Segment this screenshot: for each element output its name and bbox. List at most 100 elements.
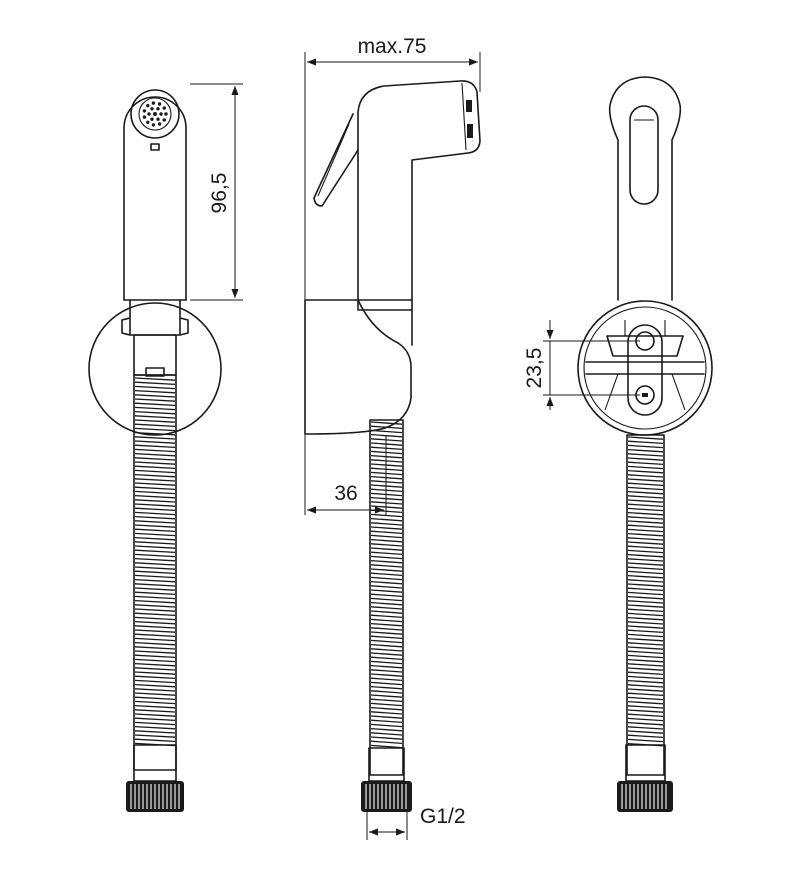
hose-ring [134,566,176,570]
hose-ring [134,696,176,701]
hose-ring [134,385,176,390]
hose-ring [370,551,403,556]
hose-ring [134,675,176,680]
hose-ring [370,618,403,623]
spray-hole [146,103,150,108]
hose-ring [134,683,176,688]
hose-ring [134,536,176,541]
hose-ring [370,652,403,656]
front-hose-connector [133,334,177,376]
hose-ring [627,482,664,487]
hose-ring [370,631,403,635]
hose-ring [370,627,403,631]
hose-ring [134,650,176,654]
hose-ring [134,423,176,428]
hose-ring [134,692,176,696]
hose-ring [627,625,664,629]
hose-ring [627,646,664,650]
hose-ring [134,570,176,575]
hose-ring [370,669,403,673]
hose-ring [627,562,664,566]
front-hose-outline [133,374,177,771]
hose-ring [134,469,176,474]
hose-ring [627,558,664,562]
hose-ring [370,664,403,669]
front-bracket-clip [121,299,189,336]
hose-ring [370,677,403,682]
hose-ring [627,633,664,638]
back-bracket-rim [583,306,707,430]
hose-ring [370,723,403,728]
spray-hole [157,122,162,126]
hose-ring [370,421,403,425]
hose-ring [627,478,664,482]
hose-ring [627,637,664,642]
hose-ring [627,524,664,529]
hose-ring [627,436,664,440]
hose-ring [627,642,664,646]
hose-ring [134,419,176,423]
hose-ring [627,541,664,545]
back-mount-hole-mark [642,393,648,397]
hose-ring [370,517,403,522]
hose-ring [134,490,176,495]
hose-ring [370,681,403,686]
hose-ring [134,528,176,533]
back-bracket-ribs [604,320,686,411]
spray-hole [150,107,154,111]
hose-ring [370,694,403,698]
spacing-dimension-label: 23,5 [523,348,546,389]
spray-hole [164,112,168,116]
hose-ring [627,604,664,608]
hose-ring [134,457,176,461]
hose-ring [370,648,403,652]
hose-ring [134,612,176,617]
hose-ring [134,444,176,449]
hose-ring [627,663,664,667]
hose-ring [370,597,403,602]
hose-ring [134,549,176,554]
spray-hole [142,115,147,119]
hose-ring [370,522,403,526]
hose-ring [627,574,664,579]
hose-ring [134,482,176,486]
spray-hole [156,107,160,111]
front-hose-ferrule [133,744,177,782]
hose-ring [627,738,664,743]
hose-ring [627,688,664,692]
spray-hole [162,118,166,122]
hose-ring [627,465,664,470]
spray-hole [151,101,156,105]
front-view: 96,5 [88,83,243,812]
hose-ring [370,564,403,568]
hose-ring [370,685,403,690]
hose-ring [134,637,176,642]
hose-ring [370,673,403,677]
spray-hole [162,106,166,110]
side-hose-ferrule [368,747,405,782]
hose-ring [134,427,176,432]
side-nozzle-face [461,82,467,151]
hose-ring [370,711,403,715]
side-nut-ridges [365,784,407,809]
depth-dimension-label: 36 [334,482,357,505]
hose-ring [370,580,403,585]
hose-ring [134,410,176,415]
hose-ring [370,530,403,535]
hose-ring [627,658,664,663]
hose-ring [627,511,664,516]
hose-ring [134,704,176,709]
side-trigger-lever [313,113,359,207]
hose-ring [627,499,664,503]
spray-hole [147,112,151,116]
hose-ring [370,614,403,619]
hose-ring [370,656,403,661]
hose-ring [134,608,176,612]
spray-hole [151,123,156,127]
hose-ring [134,511,176,516]
hose-ring [134,524,176,528]
hose-ring [370,715,403,719]
hose-ring [134,532,176,537]
hose-ring [134,725,176,730]
